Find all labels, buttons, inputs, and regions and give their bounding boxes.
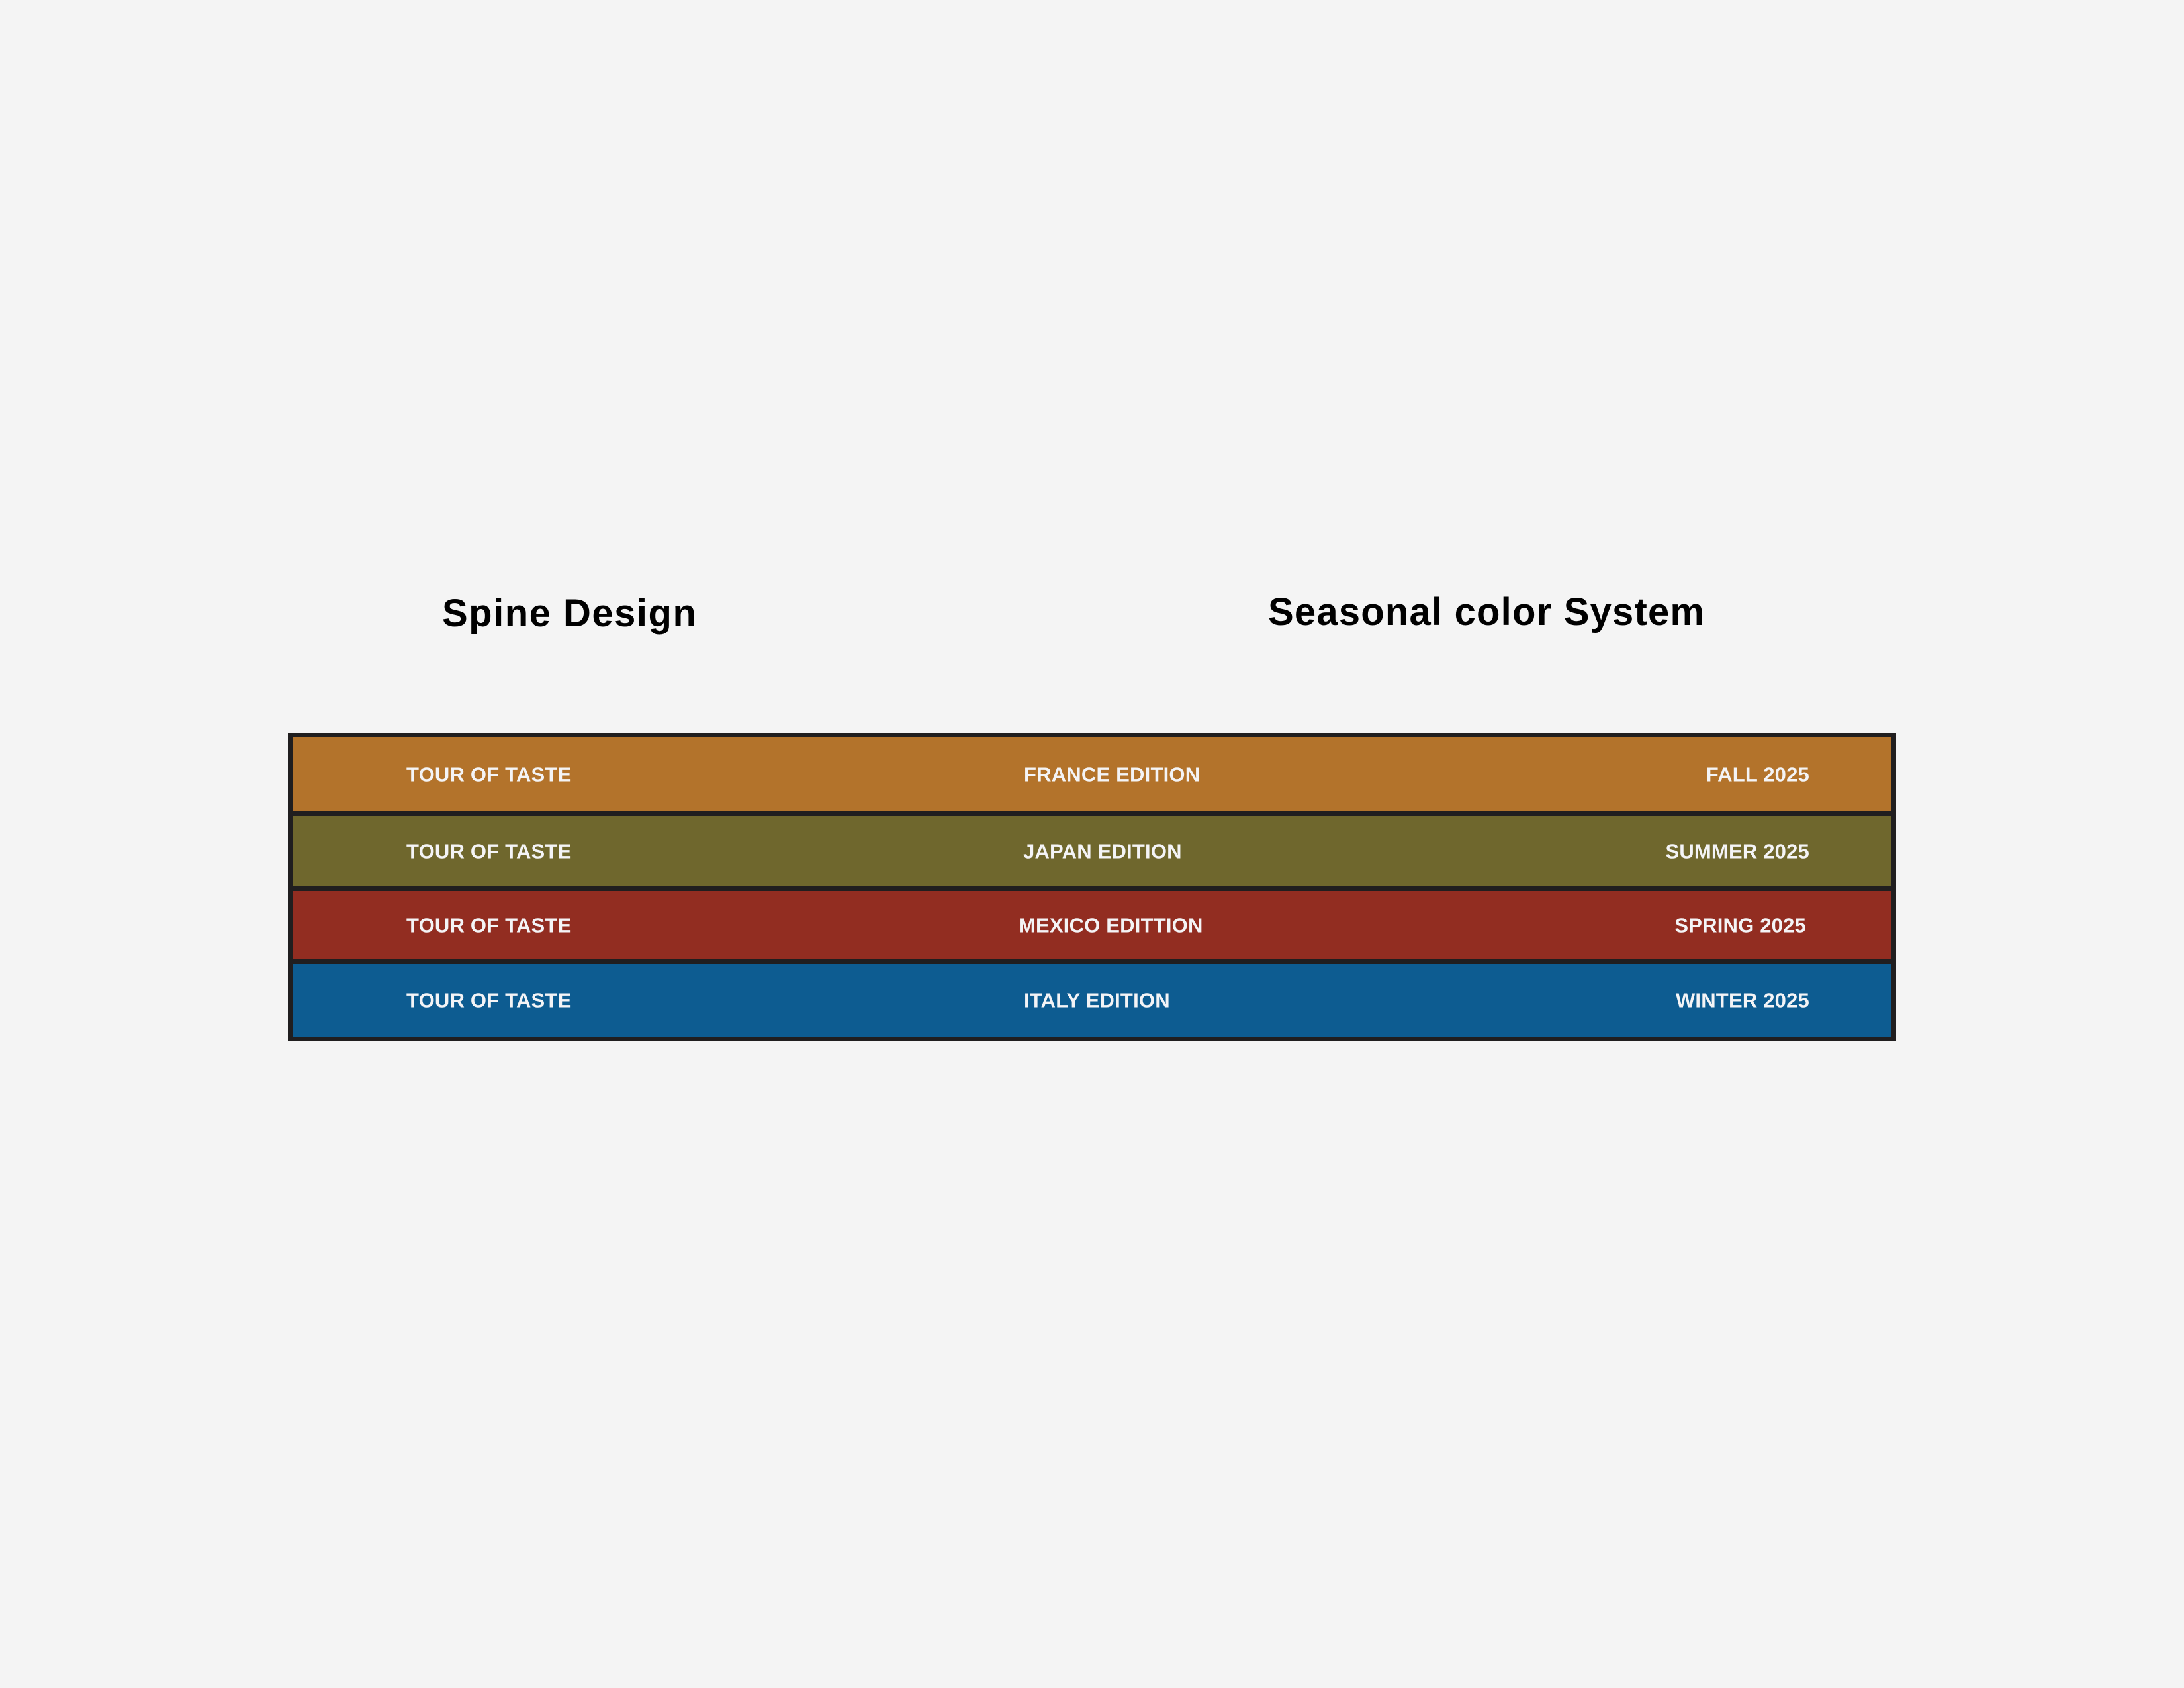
edition-label: JAPAN EDITION (1023, 839, 1182, 863)
series-title: TOUR OF TASTE (406, 988, 572, 1012)
season-label: SUMMER 2025 (1665, 839, 1809, 863)
season-label: FALL 2025 (1706, 763, 1809, 786)
spine-row-summer: TOUR OF TASTE JAPAN EDITION SUMMER 2025 (293, 816, 1891, 886)
seasonal-color-system-heading: Seasonal color System (1268, 590, 1706, 633)
season-label: WINTER 2025 (1675, 988, 1809, 1012)
spine-color-table: TOUR OF TASTE FRANCE EDITION FALL 2025 T… (288, 733, 1896, 1041)
season-label: SPRING 2025 (1674, 914, 1806, 937)
spine-row-fall: TOUR OF TASTE FRANCE EDITION FALL 2025 (293, 737, 1891, 811)
spine-design-heading: Spine Design (442, 592, 698, 635)
series-title: TOUR OF TASTE (406, 914, 572, 937)
spine-row-spring: TOUR OF TASTE MEXICO EDITTION SPRING 202… (293, 891, 1891, 959)
edition-label: FRANCE EDITION (1024, 763, 1201, 786)
series-title: TOUR OF TASTE (406, 763, 572, 786)
spine-row-winter: TOUR OF TASTE ITALY EDITION WINTER 2025 (293, 964, 1891, 1037)
edition-label: ITALY EDITION (1024, 988, 1170, 1012)
series-title: TOUR OF TASTE (406, 839, 572, 863)
edition-label: MEXICO EDITTION (1019, 914, 1203, 937)
